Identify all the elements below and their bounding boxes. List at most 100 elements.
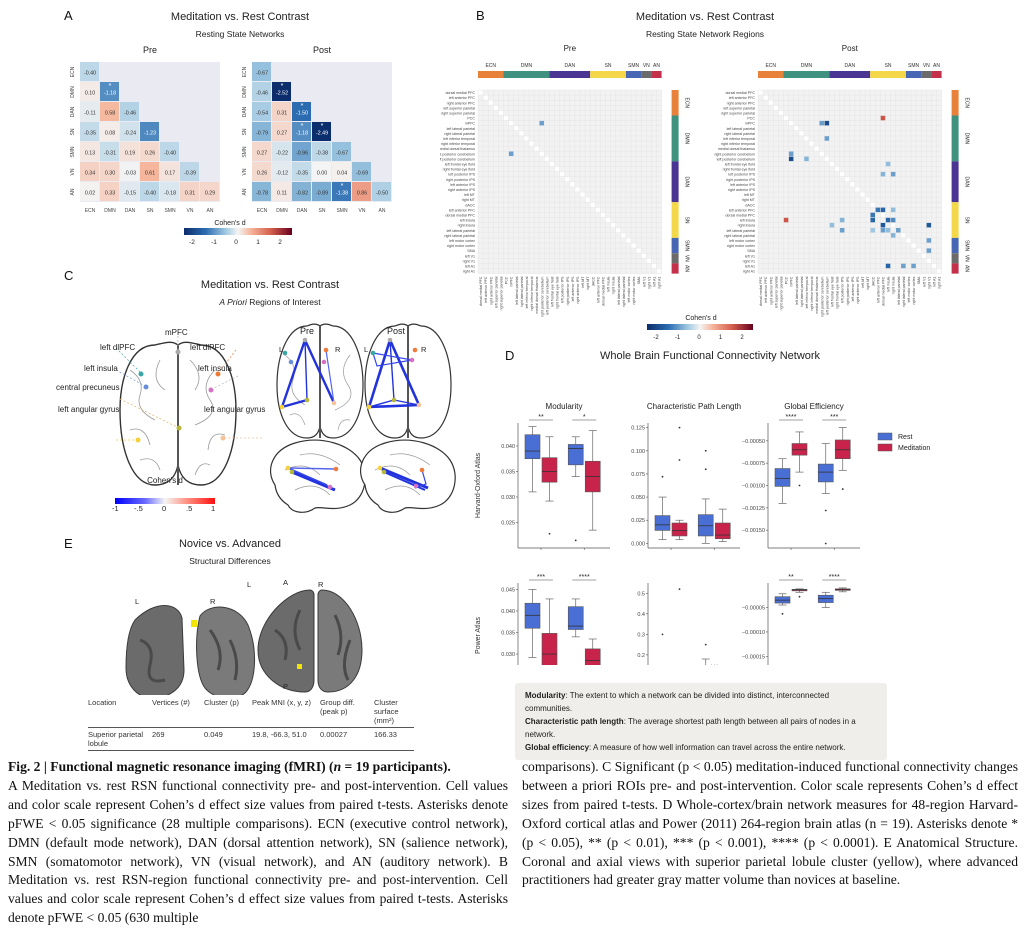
heatmap-cell-value: -0.03 bbox=[124, 171, 136, 177]
heatmap-cell bbox=[160, 142, 179, 161]
heatmap-cell bbox=[272, 122, 291, 141]
network-bar-dmn bbox=[783, 71, 830, 78]
region-col-label: left posterior IPS bbox=[561, 276, 565, 303]
heatmap-col-label: ECN bbox=[85, 208, 96, 214]
box-meditation bbox=[584, 648, 601, 665]
diagonal-cell bbox=[641, 253, 646, 258]
table-cell: 0.049 bbox=[204, 730, 223, 739]
heatmap-cell bbox=[352, 182, 371, 201]
box-rest bbox=[774, 468, 791, 487]
diagonal-cell bbox=[616, 228, 621, 233]
diagonal-cell bbox=[529, 141, 534, 146]
coronal-left-mark: L bbox=[135, 597, 140, 606]
heatmap-cell bbox=[140, 122, 159, 141]
heatmap-cell bbox=[180, 162, 199, 181]
significance-stars: * bbox=[583, 414, 586, 421]
heatmap-cell bbox=[312, 122, 331, 141]
significant-cell bbox=[901, 263, 906, 269]
heatmap-cell-value: 0.17 bbox=[165, 171, 175, 177]
network-side-bar-dan bbox=[951, 161, 959, 203]
region-row-label: dorsal medial PFC bbox=[725, 91, 755, 95]
region-row-label: left anterior PFC bbox=[449, 208, 476, 212]
roi-label-mpfc: mPFC bbox=[165, 328, 188, 337]
heatmap-cell bbox=[80, 82, 99, 101]
col-header: Location bbox=[88, 698, 117, 707]
diagonal-cell bbox=[911, 243, 916, 248]
outlier-point bbox=[661, 475, 664, 478]
significant-cell bbox=[880, 207, 886, 213]
panel-b-title: Meditation vs. Rest Contrast bbox=[635, 11, 775, 23]
roi-label-left-dlpfc-1: left dlPFC bbox=[100, 343, 136, 352]
panel-b-subtitle: Resting State Network Regions bbox=[645, 29, 765, 39]
diagonal-cell bbox=[926, 258, 931, 263]
diagonal-cell bbox=[498, 110, 504, 116]
diagonal-cell bbox=[509, 121, 514, 126]
col-header: Peak MNI (x, y, z) bbox=[252, 698, 312, 707]
region-row-label: left superior parietal bbox=[723, 106, 755, 110]
region-row-label: left anterior PFC bbox=[729, 96, 756, 100]
heatmap-cell bbox=[252, 122, 271, 141]
panel-e-brain-surfaces bbox=[125, 589, 363, 695]
heatmap-row-label: SN bbox=[242, 128, 248, 135]
roi-mpfc bbox=[175, 349, 181, 355]
heatmap-cell bbox=[100, 102, 119, 121]
axial-anterior-mark: A bbox=[283, 578, 289, 587]
significant-cell bbox=[870, 228, 875, 233]
region-col-label: dorsal medial PFC bbox=[479, 276, 483, 306]
diagonal-cell bbox=[809, 141, 814, 146]
roi-leader-lines bbox=[115, 336, 262, 441]
heatmap-cell bbox=[312, 182, 331, 201]
y-tick-label: −0.00010 bbox=[742, 630, 765, 636]
region-row-label: right MT bbox=[462, 198, 476, 202]
diagonal-cell bbox=[519, 131, 524, 136]
panel-label-e: E bbox=[64, 536, 73, 551]
significant-cell bbox=[804, 156, 809, 162]
heatmap-cell bbox=[100, 162, 119, 181]
region-col-label: left V1 bbox=[922, 277, 926, 287]
heatmap-cell-value: -1.18 bbox=[104, 91, 116, 97]
heatmap-cell bbox=[292, 142, 311, 161]
panel-e-subtitle: Structural Differences bbox=[189, 556, 271, 566]
region-col-label: left anterior PFC bbox=[764, 276, 768, 303]
network-side-bar-sn bbox=[951, 202, 959, 238]
heatmap-cell bbox=[352, 162, 371, 181]
heatmap-cell bbox=[140, 162, 159, 181]
region-row-label: right superior parietal bbox=[721, 112, 755, 116]
post-sagittal-brain bbox=[360, 439, 456, 513]
region-col-label: right V1 bbox=[647, 277, 651, 289]
region-row-label: right anterior PFC bbox=[727, 101, 756, 105]
panel-label-c: C bbox=[64, 268, 74, 283]
heatmap-cell-value: 0.08 bbox=[105, 131, 115, 137]
network-bar-vn bbox=[921, 71, 932, 78]
region-row-label: left anterior IPS bbox=[730, 183, 755, 187]
region-row-label: left inferior temporal bbox=[443, 137, 475, 141]
outlier-point bbox=[704, 643, 707, 646]
diagonal-cell bbox=[783, 115, 789, 121]
box-rest bbox=[567, 444, 584, 466]
region-row-label: left posterior IPS bbox=[448, 173, 475, 177]
region-col-label: right MT bbox=[586, 276, 590, 290]
region-col-label: medial dorsal thalamus bbox=[535, 276, 539, 313]
significance-star: * bbox=[109, 83, 112, 90]
region-row-label: dACC bbox=[465, 203, 475, 207]
outlier-point bbox=[548, 532, 551, 535]
region-col-label: right insula bbox=[892, 277, 896, 294]
col-header: Cluster (p) bbox=[204, 698, 240, 707]
heatmap-cell-value: 0.10 bbox=[85, 91, 95, 97]
region-col-label: right posterior cerebellum bbox=[540, 277, 544, 318]
heatmap-cell bbox=[272, 142, 291, 161]
outlier-point bbox=[824, 509, 827, 512]
heatmap-title: Pre bbox=[143, 45, 157, 55]
heatmap-cell-value: -0.82 bbox=[296, 191, 308, 197]
outlier-point bbox=[678, 426, 681, 429]
region-col-label: right posterior IPS bbox=[846, 276, 850, 305]
network-side-bar-ecn bbox=[671, 90, 679, 116]
heatmap-cell-value: -0.46 bbox=[256, 91, 268, 97]
network-side-bar-vn bbox=[671, 253, 679, 264]
significance-stars: **** bbox=[829, 574, 840, 581]
box-meditation bbox=[541, 457, 558, 483]
spl-cluster-axial bbox=[297, 664, 302, 669]
heatmap-cell bbox=[252, 142, 271, 161]
heatmap-cell bbox=[80, 162, 99, 181]
